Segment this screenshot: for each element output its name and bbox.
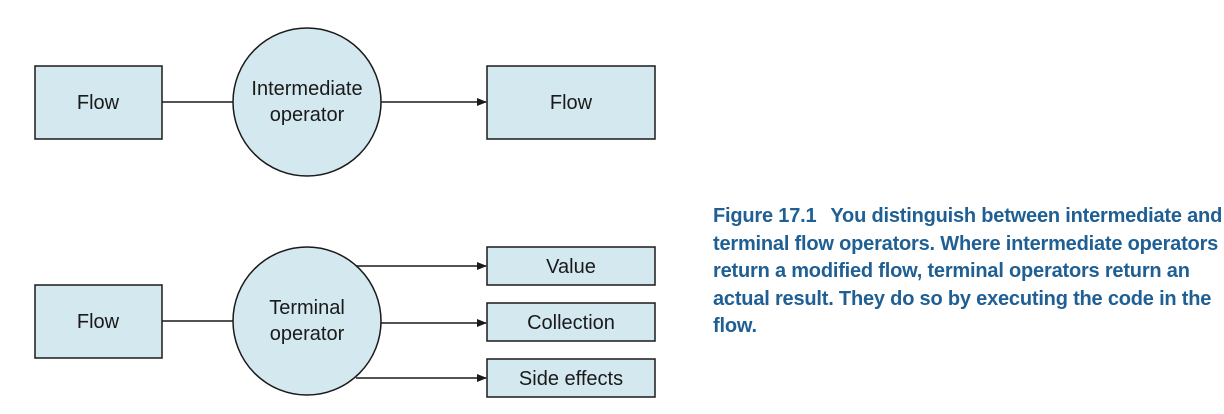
top-flow-node: Flow xyxy=(34,65,163,140)
intermediate-operator-node: Intermediate operator xyxy=(232,27,382,177)
terminal-operator-node: Terminal operator xyxy=(232,246,382,396)
collection-label: Collection xyxy=(527,312,615,334)
terminal-operator-label-line1: Terminal xyxy=(269,297,345,319)
terminal-operator-label-line2: operator xyxy=(270,323,345,345)
figure-number: Figure 17.1 xyxy=(713,205,817,227)
caption-text: You distinguish between intermediate and… xyxy=(713,205,1223,337)
intermediate-operator-label-line2: operator xyxy=(270,104,345,126)
intermediate-operator-label-line1: Intermediate xyxy=(251,78,362,100)
bottom-flow-label: Flow xyxy=(77,311,120,333)
result-flow-label: Flow xyxy=(550,92,593,114)
value-label: Value xyxy=(546,256,596,278)
side-effects-node: Side effects xyxy=(486,358,656,398)
bottom-flow-node: Flow xyxy=(34,284,163,359)
result-flow-node: Flow xyxy=(486,65,656,140)
collection-node: Collection xyxy=(486,302,656,342)
side-effects-label: Side effects xyxy=(519,368,623,390)
top-flow-label: Flow xyxy=(77,92,120,114)
value-node: Value xyxy=(486,246,656,286)
